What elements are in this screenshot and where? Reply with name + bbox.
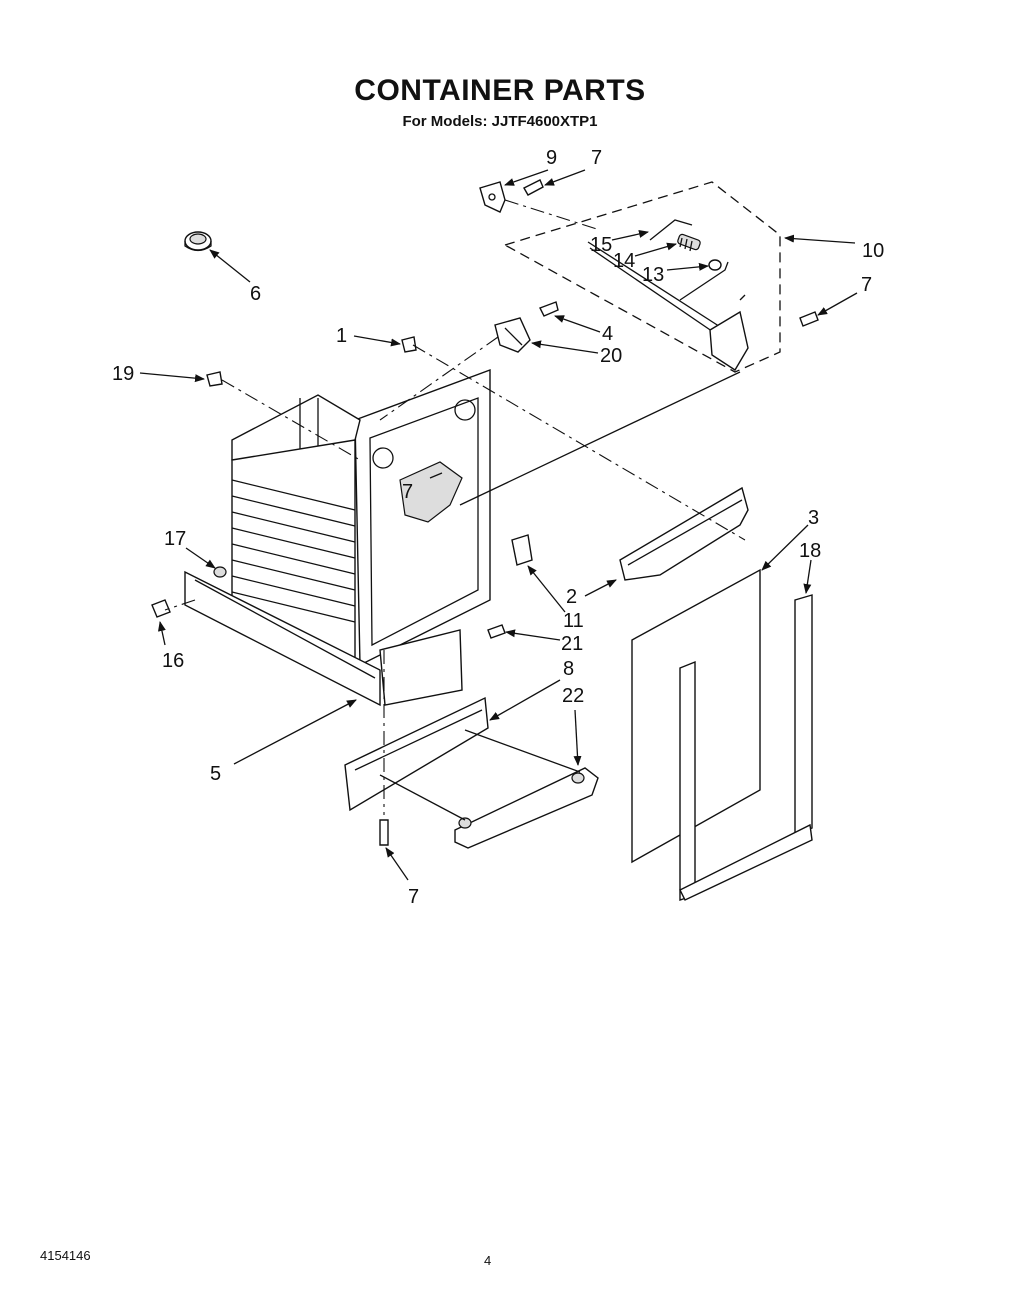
callout-7-inner: 7 <box>402 481 413 503</box>
screw-16 <box>151 599 171 618</box>
glass-panel <box>631 568 761 864</box>
callout-2: 2 <box>566 586 577 608</box>
callout-18: 18 <box>799 540 821 562</box>
screw-1 <box>401 336 417 353</box>
callout-10: 10 <box>862 240 884 262</box>
callout-17: 17 <box>164 528 186 550</box>
callout-14: 14 <box>613 250 635 272</box>
container-housing <box>184 368 491 707</box>
callout-leaders <box>139 169 858 881</box>
clip-11 <box>511 534 533 566</box>
trim-strip <box>619 486 749 581</box>
clip-17 <box>213 566 227 578</box>
alignment-lines <box>164 199 746 821</box>
bottom-bracket <box>344 696 489 812</box>
callout-11: 11 <box>563 610 584 632</box>
latch <box>494 317 531 353</box>
spring-parts <box>649 219 722 271</box>
callout-5: 5 <box>210 763 221 785</box>
callout-21: 21 <box>561 633 583 655</box>
callout-7-top: 7 <box>591 147 602 169</box>
model-subtitle: For Models: JJTF4600XTP1 <box>402 113 598 130</box>
page-number: 4 <box>484 1253 492 1268</box>
callout-7-bottom: 7 <box>408 886 419 908</box>
callout-20: 20 <box>600 345 622 367</box>
callout-1: 1 <box>336 325 347 347</box>
door-frame <box>679 594 813 901</box>
hinge-bracket <box>479 181 506 213</box>
screw-19 <box>206 371 223 387</box>
foot <box>454 767 599 849</box>
callout-6: 6 <box>250 283 261 305</box>
grommet <box>184 231 212 252</box>
callout-labels: 9 7 10 7 15 14 13 6 1 4 20 19 7 3 17 18 … <box>112 147 884 908</box>
callout-19: 19 <box>112 363 134 385</box>
latch-screw <box>539 301 559 317</box>
callout-7-right: 7 <box>861 274 872 296</box>
callout-16: 16 <box>162 650 184 672</box>
callout-9: 9 <box>546 147 557 169</box>
ribs <box>231 479 356 623</box>
top-screw <box>523 179 544 196</box>
callout-22: 22 <box>562 685 584 707</box>
callout-3: 3 <box>808 507 819 529</box>
page-title: CONTAINER PARTS <box>354 74 646 107</box>
callout-15: 15 <box>590 234 612 256</box>
callout-4: 4 <box>602 323 613 345</box>
screw-21 <box>487 624 506 639</box>
bracket-assembly-outline <box>504 181 781 373</box>
callout-13: 13 <box>642 264 664 286</box>
document-number: 4154146 <box>40 1248 91 1263</box>
side-screw <box>799 311 819 327</box>
bottom-screw <box>379 819 389 846</box>
callout-8: 8 <box>563 658 574 680</box>
